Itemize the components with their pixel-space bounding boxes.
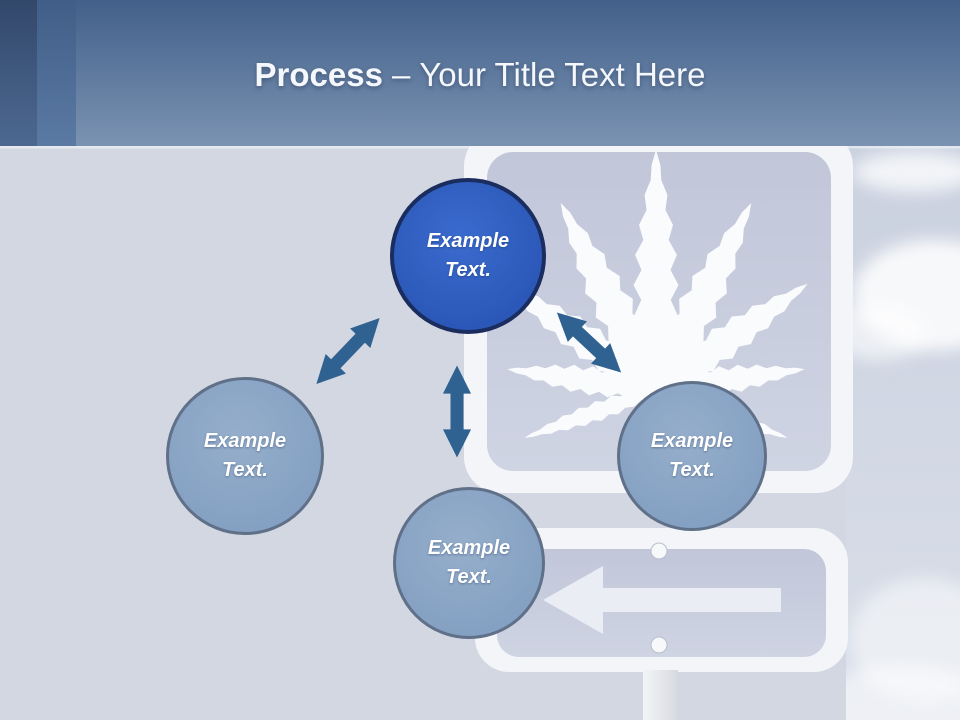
node-label-line1: Example xyxy=(427,537,511,559)
leaflet xyxy=(656,283,808,391)
title-text: Your Title Text Here xyxy=(419,56,706,93)
cloud xyxy=(853,152,960,192)
process-node-left: Example Text. xyxy=(166,377,324,535)
node-label-line2: Text. xyxy=(669,459,715,481)
clouds xyxy=(846,152,960,720)
double-arrow-top-right-icon xyxy=(556,312,622,373)
node-label-line1: Example xyxy=(203,430,287,452)
node-label-line1: Example xyxy=(650,430,734,452)
process-node-top: Example Text. xyxy=(390,178,546,334)
accent-strip-dark xyxy=(0,0,37,146)
leaflet xyxy=(507,364,656,398)
sign-pole xyxy=(643,670,678,720)
process-node-right: Example Text. xyxy=(617,381,767,531)
left-arrow-sign xyxy=(475,528,848,672)
left-arrow-icon xyxy=(543,566,781,634)
node-label-line1: Example xyxy=(426,230,510,252)
bolt xyxy=(650,542,668,560)
cloud xyxy=(846,665,960,720)
node-label-line2: Text. xyxy=(222,459,268,481)
node-label-line2: Text. xyxy=(446,566,492,588)
cloud xyxy=(846,304,926,360)
process-node-bottom: Example Text. xyxy=(393,487,545,639)
leaflet xyxy=(524,388,656,438)
title-keyword: Process xyxy=(254,56,383,93)
header-band: Process–Your Title Text Here xyxy=(0,0,960,146)
title-separator: – xyxy=(391,56,411,93)
leaflet xyxy=(560,202,659,390)
leaflet xyxy=(633,150,679,390)
double-arrow-top-left-icon xyxy=(316,317,380,385)
leaflet xyxy=(653,202,752,390)
slide-title: Process–Your Title Text Here xyxy=(0,55,960,95)
accent-strip-medium xyxy=(37,0,76,146)
bolt xyxy=(650,636,668,654)
node-label-line2: Text. xyxy=(445,259,491,281)
